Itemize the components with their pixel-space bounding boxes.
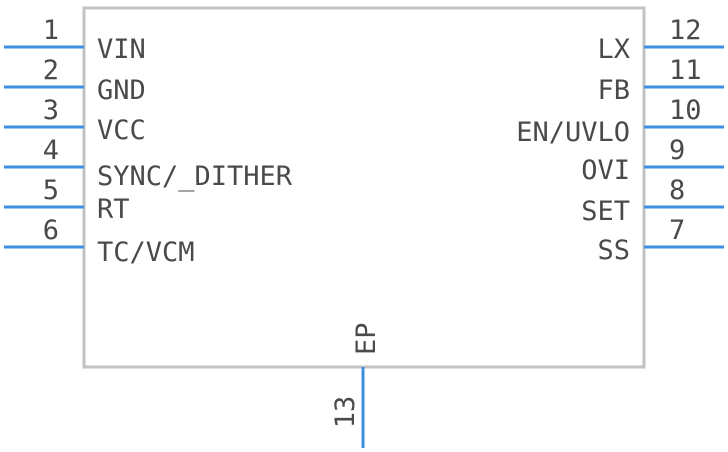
pin-6-number: 6	[43, 215, 59, 246]
right-pin-12: 12 LX	[597, 15, 724, 65]
pin-2-name: GND	[97, 75, 146, 106]
pin-5-number: 5	[43, 175, 59, 206]
left-pin-5: 5 RT	[4, 175, 130, 225]
pin-4-number: 4	[43, 135, 59, 166]
bottom-pin-13: 13 EP	[330, 322, 382, 448]
pin-9-number: 9	[669, 135, 685, 166]
pin-12-name: LX	[597, 34, 630, 65]
right-pin-8: 8 SET	[581, 175, 724, 227]
pin-3-number: 3	[43, 95, 59, 126]
left-pin-2: 2 GND	[4, 55, 146, 106]
pin-11-name: FB	[597, 75, 630, 106]
right-pin-10: 10 EN/UVLO	[516, 95, 724, 148]
right-pin-7: 7 SS	[597, 215, 724, 266]
pin-8-number: 8	[669, 175, 685, 206]
pin-7-number: 7	[669, 215, 685, 246]
pin-1-name: VIN	[97, 34, 146, 65]
pin-12-number: 12	[669, 15, 702, 46]
right-pin-11: 11 FB	[597, 55, 724, 106]
left-pin-1: 1 VIN	[4, 15, 146, 65]
pin-8-name: SET	[581, 196, 630, 227]
pin-10-name: EN/UVLO	[516, 117, 630, 148]
right-pin-9: 9 OVI	[581, 135, 724, 186]
pin-7-name: SS	[597, 235, 630, 266]
pin-3-name: VCC	[97, 115, 146, 146]
pin-13-number: 13	[330, 396, 361, 429]
pin-4-name: SYNC/_DITHER	[97, 161, 293, 192]
pin-13-name: EP	[351, 322, 382, 355]
pin-11-number: 11	[669, 55, 702, 86]
pin-5-name: RT	[97, 194, 130, 225]
pin-6-name: TC/VCM	[97, 237, 195, 268]
pin-1-number: 1	[43, 15, 59, 46]
pin-9-name: OVI	[581, 155, 630, 186]
pin-2-number: 2	[43, 55, 59, 86]
left-pin-3: 3 VCC	[4, 95, 146, 146]
left-pin-6: 6 TC/VCM	[4, 215, 195, 268]
left-pin-4: 4 SYNC/_DITHER	[4, 135, 293, 192]
pin-10-number: 10	[669, 95, 702, 126]
